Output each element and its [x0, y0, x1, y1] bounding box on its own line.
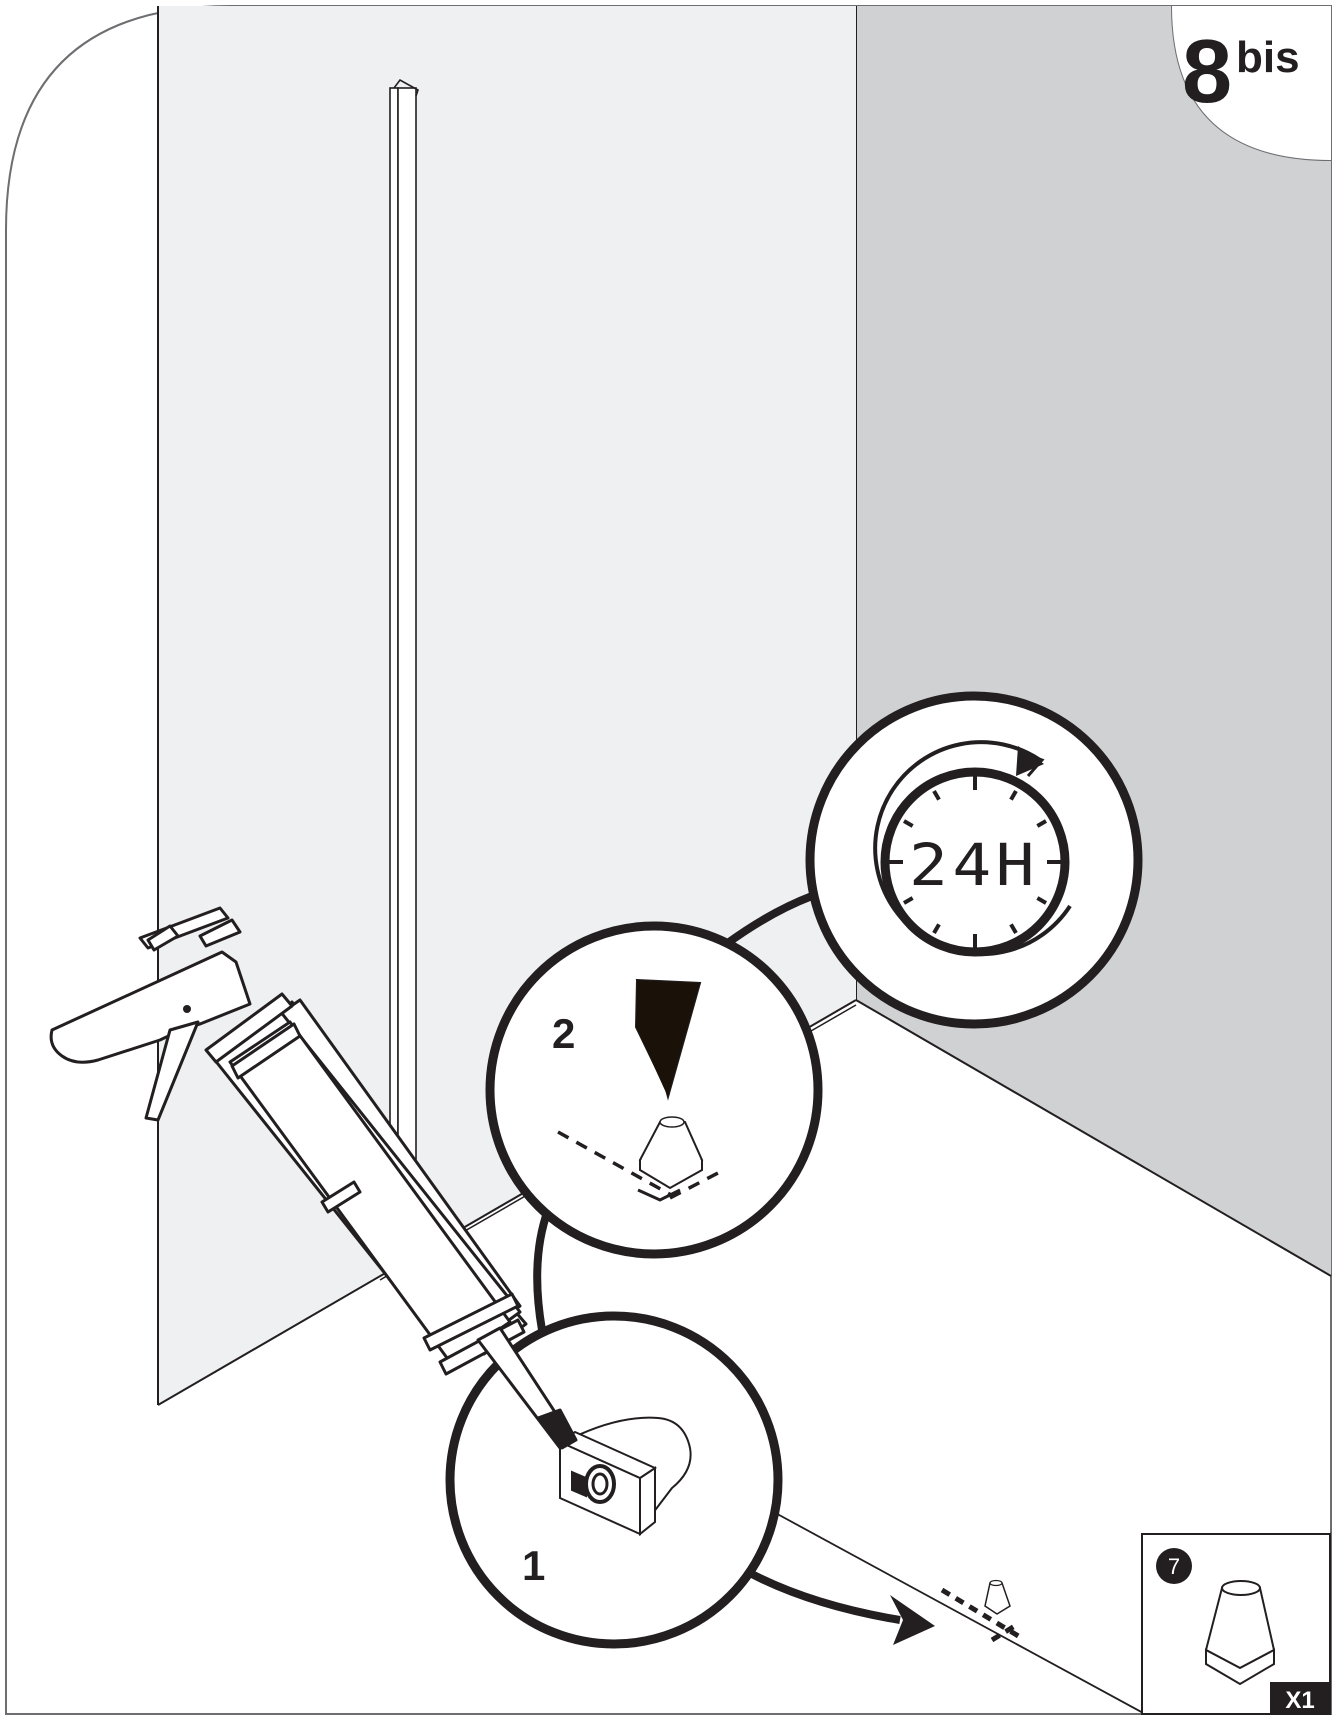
part-box: 7 X1: [1142, 1534, 1330, 1714]
cure-time-callout: 24H: [810, 696, 1138, 1024]
press-step-number: 2: [552, 1010, 575, 1057]
quantity-label: X1: [1285, 1687, 1314, 1714]
step-number: 8: [1182, 22, 1232, 122]
wall-profile: [390, 80, 418, 1178]
glue-step-number: 1: [522, 1542, 545, 1589]
part-number: 7: [1168, 1554, 1180, 1579]
press-step-callout: 2: [490, 926, 818, 1254]
step-suffix: bis: [1236, 33, 1300, 82]
cure-time-label: 24H: [909, 831, 1039, 899]
